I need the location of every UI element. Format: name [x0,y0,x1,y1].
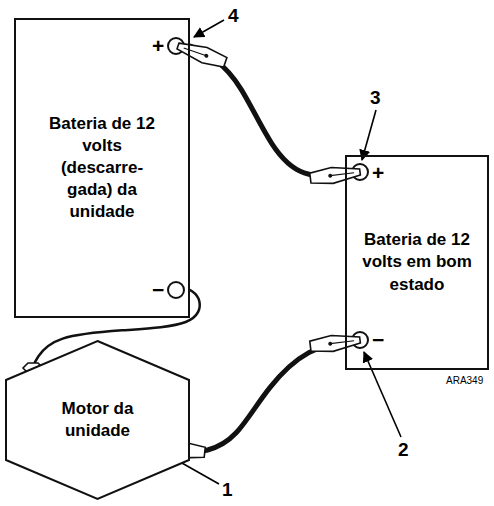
terminal [168,282,184,298]
battery-box: Bateria de 12 volts em bom estado [345,155,489,370]
jumper-clamp [309,332,361,354]
battery-box: Bateria de 12 volts (descarre- gada) da … [14,18,190,318]
engine-hexagon: Motor da unidade [5,340,190,500]
node-label: Motor da unidade [43,398,153,442]
leader-arrow [194,20,224,37]
node-label: Bateria de 12 volts em bom estado [361,229,473,295]
callout-number: 1 [222,480,233,499]
jumper-clamp [309,164,361,186]
hexagon-outline [5,340,190,500]
callout-number: 4 [228,6,239,25]
leader-arrow [364,352,401,437]
figure-code: ARA349 [446,376,483,386]
jumper-cable [190,343,345,452]
node-label: Bateria de 12 volts (descarre- gada) da … [41,113,163,223]
terminal-sign: − [372,329,384,350]
hexagon-shape [6,341,189,499]
callout-number: 2 [398,440,409,459]
terminal-sign: − [152,279,164,300]
terminal-sign: + [372,162,384,183]
terminal-sign: + [152,35,164,56]
callout-number: 3 [370,88,381,107]
leader-arrow [362,110,376,160]
jumper-clamp [175,38,227,69]
